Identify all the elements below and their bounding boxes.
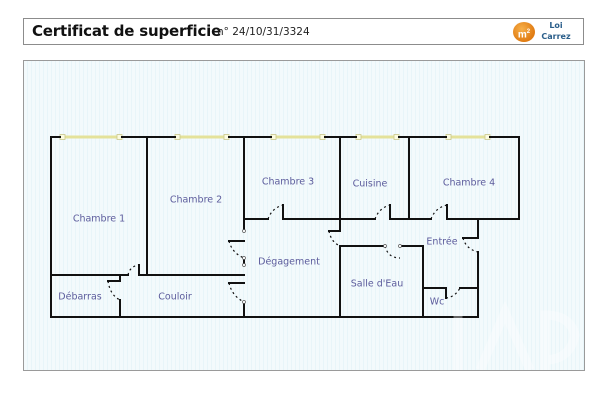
door-swings xyxy=(107,204,479,303)
room-label-wc: Wc xyxy=(429,296,445,308)
room-label-couloir: Couloir xyxy=(158,291,192,303)
square-meter-badge-icon: m2 xyxy=(513,22,535,42)
document-title: Certificat de superficie xyxy=(32,22,222,40)
room-label-entree: Entrée xyxy=(426,236,458,248)
door-hinges xyxy=(242,229,402,304)
room-label-chambre-4: Chambre 4 xyxy=(442,177,496,189)
room-label-chambre-1: Chambre 1 xyxy=(72,213,126,225)
floor-plan-frame xyxy=(23,60,585,371)
law-label-line2: Carrez xyxy=(541,32,571,41)
room-label-cuisine: Cuisine xyxy=(352,178,388,190)
watermark-logo-icon xyxy=(453,300,580,370)
room-label-degagement: Dégagement xyxy=(258,256,320,268)
room-label-salle-d-eau: Salle d'Eau xyxy=(350,278,404,290)
certificate-header: Certificat de superficie n° 24/10/31/332… xyxy=(23,18,584,45)
law-label: Loi Carrez xyxy=(538,20,574,42)
law-label-line1: Loi xyxy=(549,21,563,30)
walls xyxy=(50,136,520,318)
windows xyxy=(59,134,491,140)
room-label-chambre-2: Chambre 2 xyxy=(169,194,223,206)
room-label-chambre-3: Chambre 3 xyxy=(261,176,315,188)
room-label-debarras: Débarras xyxy=(58,291,102,303)
certificate-number: n° 24/10/31/3324 xyxy=(217,26,310,38)
